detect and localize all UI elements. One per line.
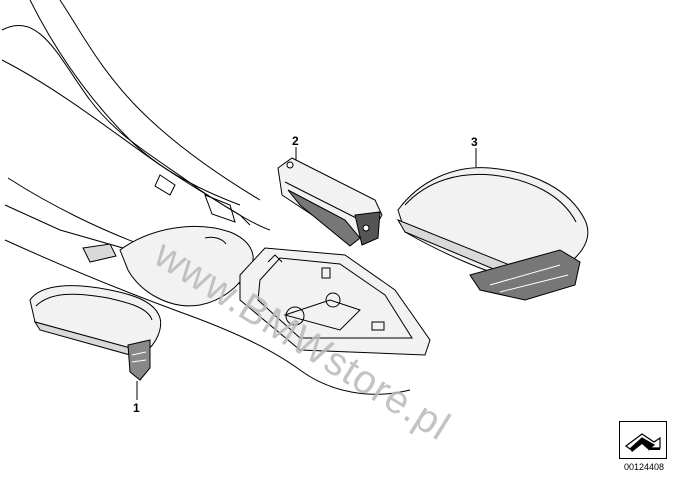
diagram-number: 00124408 <box>624 462 665 472</box>
callout-part-2: 2 <box>292 134 299 148</box>
part-2-hinge <box>277 157 383 247</box>
part-3-armrest <box>396 167 589 301</box>
callout-part-1: 1 <box>133 401 140 415</box>
part-1-lid <box>29 285 162 381</box>
center-console <box>1 0 411 395</box>
storage-compartment <box>239 247 431 356</box>
callout-part-3: 3 <box>471 135 478 149</box>
leader-lines <box>136 147 477 400</box>
catalog-navigation-arrow-icon[interactable] <box>619 421 667 459</box>
